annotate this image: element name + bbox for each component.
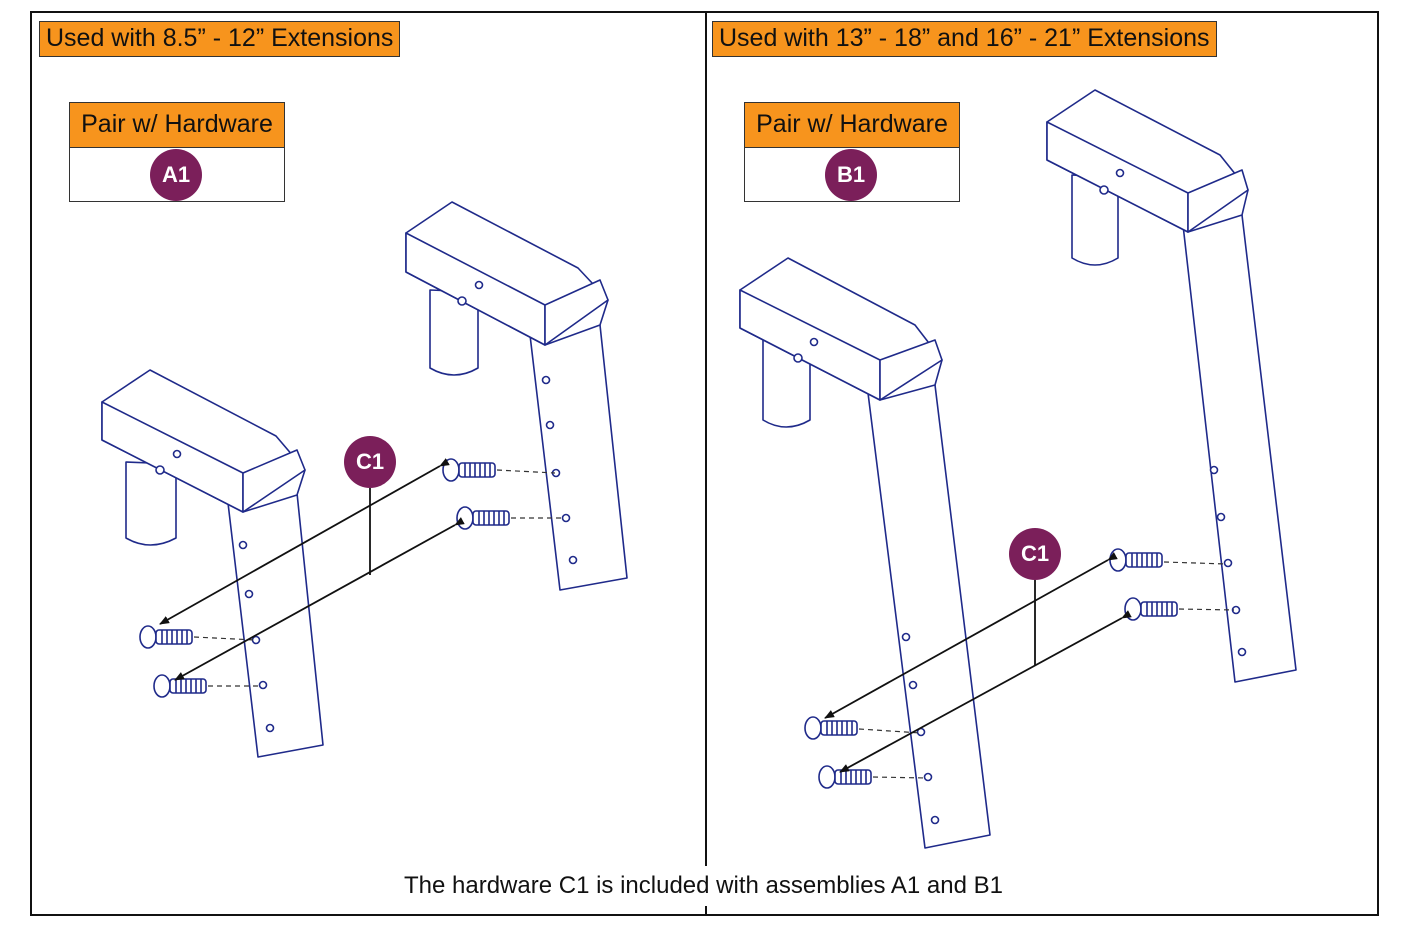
left-pair-table-header: Pair w/ Hardware	[70, 103, 284, 148]
part-badge-a1: A1	[150, 149, 202, 201]
screw-icon	[456, 506, 510, 530]
footer-note: The hardware C1 is included with assembl…	[404, 872, 1003, 899]
right-pair-table-header: Pair w/ Hardware	[745, 103, 959, 148]
diagram-frame	[30, 11, 1379, 916]
hardware-badge-c1-right: C1	[1009, 528, 1061, 580]
screw-icon	[1109, 548, 1163, 572]
screw-icon	[804, 716, 858, 740]
armrest-pad-icon	[739, 257, 991, 849]
armrest-pad-icon	[1046, 89, 1297, 683]
left-panel-header: Used with 8.5” - 12” Extensions	[39, 21, 401, 57]
right-panel-header: Used with 13” - 18” and 16” - 21” Extens…	[712, 21, 1217, 57]
armrest-pad-icon	[101, 369, 324, 758]
screw-icon	[818, 765, 872, 789]
screw-icon	[139, 625, 193, 649]
left-pair-table: Pair w/ Hardware A1	[69, 102, 285, 202]
right-pair-table: Pair w/ Hardware B1	[744, 102, 960, 202]
leader-arrow-icon	[159, 458, 465, 681]
panel-divider	[705, 11, 707, 866]
screw-icon	[153, 674, 207, 698]
screw-icon	[1124, 597, 1178, 621]
hardware-badge-c1-left: C1	[344, 436, 396, 488]
screw-icon	[442, 458, 496, 482]
armrest-pad-icon	[405, 201, 628, 591]
panel-divider-tick	[705, 906, 707, 916]
part-badge-b1: B1	[825, 149, 877, 201]
leader-arrow-icon	[824, 552, 1132, 773]
